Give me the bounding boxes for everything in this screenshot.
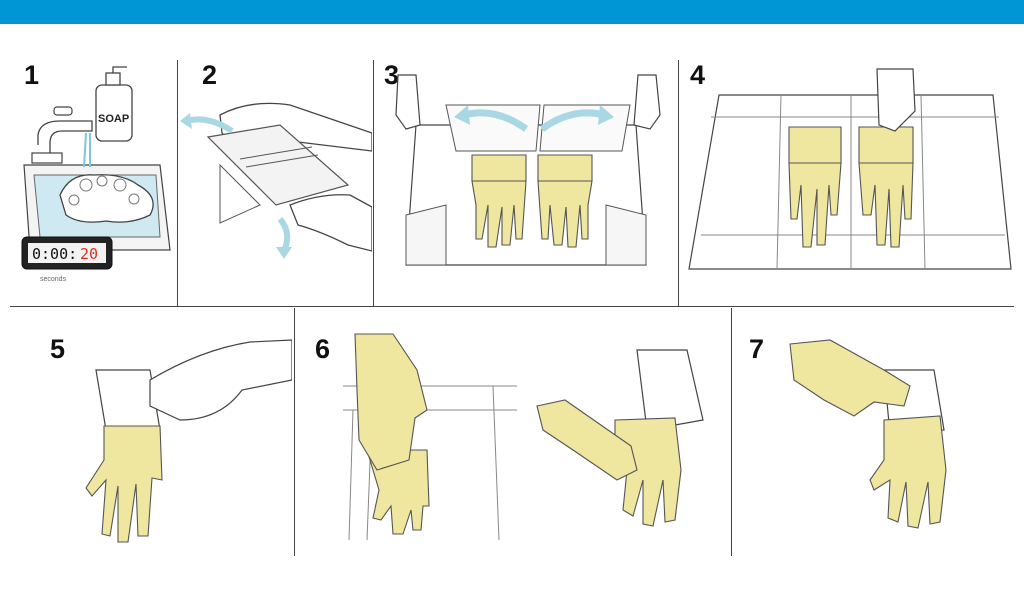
handwashing-illustration: seconds 0:00: 20 xyxy=(21,66,171,283)
timer-seconds: 20 xyxy=(80,245,98,263)
panel-divider xyxy=(177,60,178,306)
step-5-panel: 5 xyxy=(10,310,292,556)
step-number: 7 xyxy=(749,334,765,364)
top-banner xyxy=(0,0,1024,24)
adjust-gloves-illustration xyxy=(789,339,947,529)
panel-divider xyxy=(678,60,679,306)
step-number: 5 xyxy=(50,334,66,364)
step-number: 1 xyxy=(24,60,40,90)
step-number: 4 xyxy=(690,60,706,90)
don-first-glove-illustration xyxy=(85,339,292,543)
timer-prefix: 0:00: xyxy=(32,245,77,263)
open-wrapper-illustration xyxy=(688,68,1012,270)
open-package-illustration xyxy=(180,102,372,259)
step-4-panel: 4 xyxy=(681,55,1021,305)
step-1-panel: 1 seconds 0:00: 20 SOAP xyxy=(10,55,176,305)
unfold-wrapper-illustration xyxy=(395,74,661,266)
panel-divider xyxy=(373,60,374,306)
step-3-panel: 3 xyxy=(376,55,676,305)
step-7-panel: 7 xyxy=(734,310,1020,556)
step-number: 2 xyxy=(202,60,218,90)
timer-unit: seconds xyxy=(40,276,67,283)
step-number: 3 xyxy=(384,60,400,90)
step-2-panel: 2 xyxy=(180,55,372,305)
step-6-panel: 6 xyxy=(297,310,729,556)
don-second-glove-illustration xyxy=(343,333,704,541)
soap-label: SOAP xyxy=(98,113,130,125)
step-number: 6 xyxy=(315,334,331,364)
row-divider xyxy=(10,306,1014,307)
panel-divider xyxy=(294,308,295,556)
panel-divider xyxy=(731,308,732,556)
